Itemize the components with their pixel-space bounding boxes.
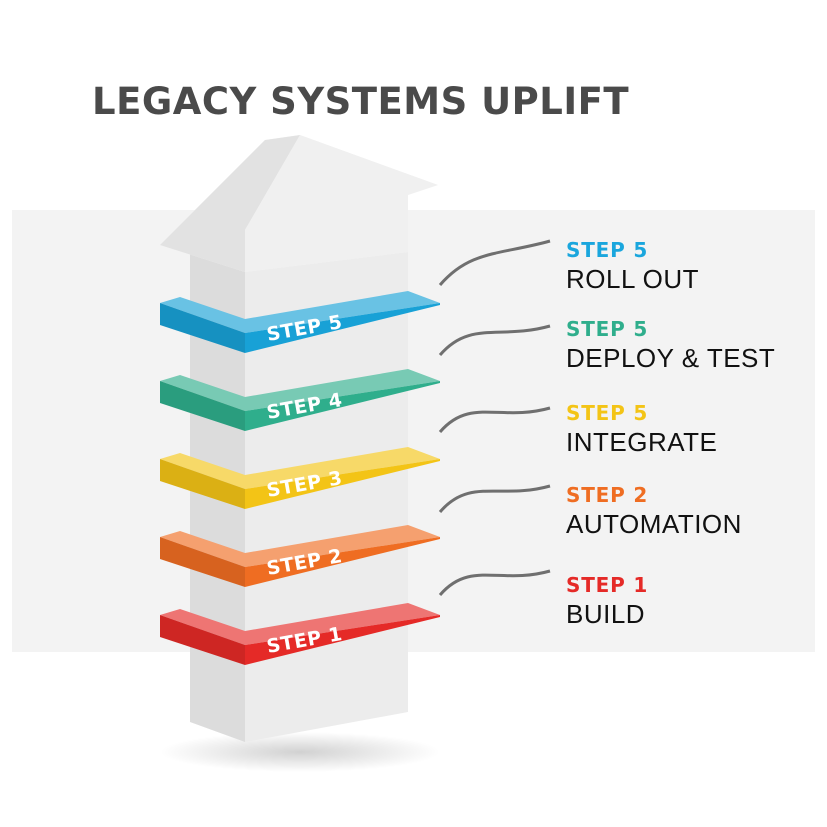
- legend-description: BUILD: [566, 599, 646, 629]
- band-front-face: [245, 615, 440, 665]
- connector-line-icon: [438, 406, 551, 433]
- band-front-face: [245, 537, 440, 587]
- legend-step-label: STEP 1: [566, 573, 649, 597]
- legend-description: DEPLOY & TEST: [566, 343, 776, 373]
- tower-band-3: STEP 3: [160, 447, 440, 509]
- band-front-face: [245, 459, 440, 509]
- band-left-face: [160, 537, 245, 587]
- tower-band-1: STEP 1: [160, 603, 440, 665]
- legend-step-label: STEP 5: [566, 401, 649, 425]
- band-top: [160, 369, 440, 411]
- band-top: [160, 447, 440, 489]
- legend-description: INTEGRATE: [566, 427, 718, 457]
- band-left-face: [160, 459, 245, 509]
- band-top: [160, 291, 440, 333]
- gray-backdrop: [12, 210, 815, 652]
- band-front-face: [245, 303, 440, 353]
- band-front-face: [245, 381, 440, 431]
- legend-step-label: STEP 5: [566, 317, 649, 341]
- connector-line-icon: [438, 324, 551, 356]
- legend-description: ROLL OUT: [566, 264, 700, 294]
- legend-step-label: STEP 5: [566, 238, 649, 262]
- band-left-face: [160, 615, 245, 665]
- connector-line-icon: [438, 484, 551, 513]
- band-left-face: [160, 303, 245, 353]
- band-top: [160, 525, 440, 567]
- connector-line-icon: [438, 569, 551, 596]
- connector-line-icon: [438, 239, 551, 286]
- band-left-face: [160, 381, 245, 431]
- band-top: [160, 603, 440, 645]
- legend-description: AUTOMATION: [566, 509, 742, 539]
- page-title: LEGACY SYSTEMS UPLIFT: [92, 80, 630, 123]
- legend-step-label: STEP 2: [566, 483, 649, 507]
- tower-band-2: STEP 2: [160, 525, 440, 587]
